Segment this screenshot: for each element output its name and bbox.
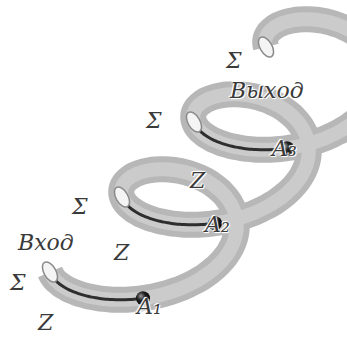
tube-section — [183, 109, 204, 134]
axis-symbol: Z — [190, 170, 205, 192]
tube-section — [39, 259, 60, 284]
point-label: A₂ — [205, 214, 230, 236]
tube-section — [111, 184, 132, 209]
inner-wire — [122, 197, 215, 225]
inner-wire — [50, 272, 143, 300]
tube-body — [50, 19, 347, 300]
inlet-label: Вход — [18, 232, 74, 254]
tube-highlight — [50, 19, 347, 300]
section-symbol: Σ — [146, 110, 162, 132]
point-label: A₃ — [272, 138, 297, 160]
ball-marker — [136, 141, 294, 305]
tube-section — [39, 34, 276, 284]
axis-symbol: Z — [38, 312, 53, 334]
section-symbol: Σ — [226, 50, 242, 72]
section-symbol: Σ — [72, 196, 88, 218]
point-label: A₁ — [137, 296, 162, 318]
outlet-label: Выход — [230, 80, 304, 102]
tube-outer — [50, 19, 347, 300]
tube-section — [255, 34, 276, 59]
inner-wire — [50, 122, 287, 300]
axis-symbol: Z — [114, 242, 129, 264]
section-symbol: Σ — [10, 272, 26, 294]
